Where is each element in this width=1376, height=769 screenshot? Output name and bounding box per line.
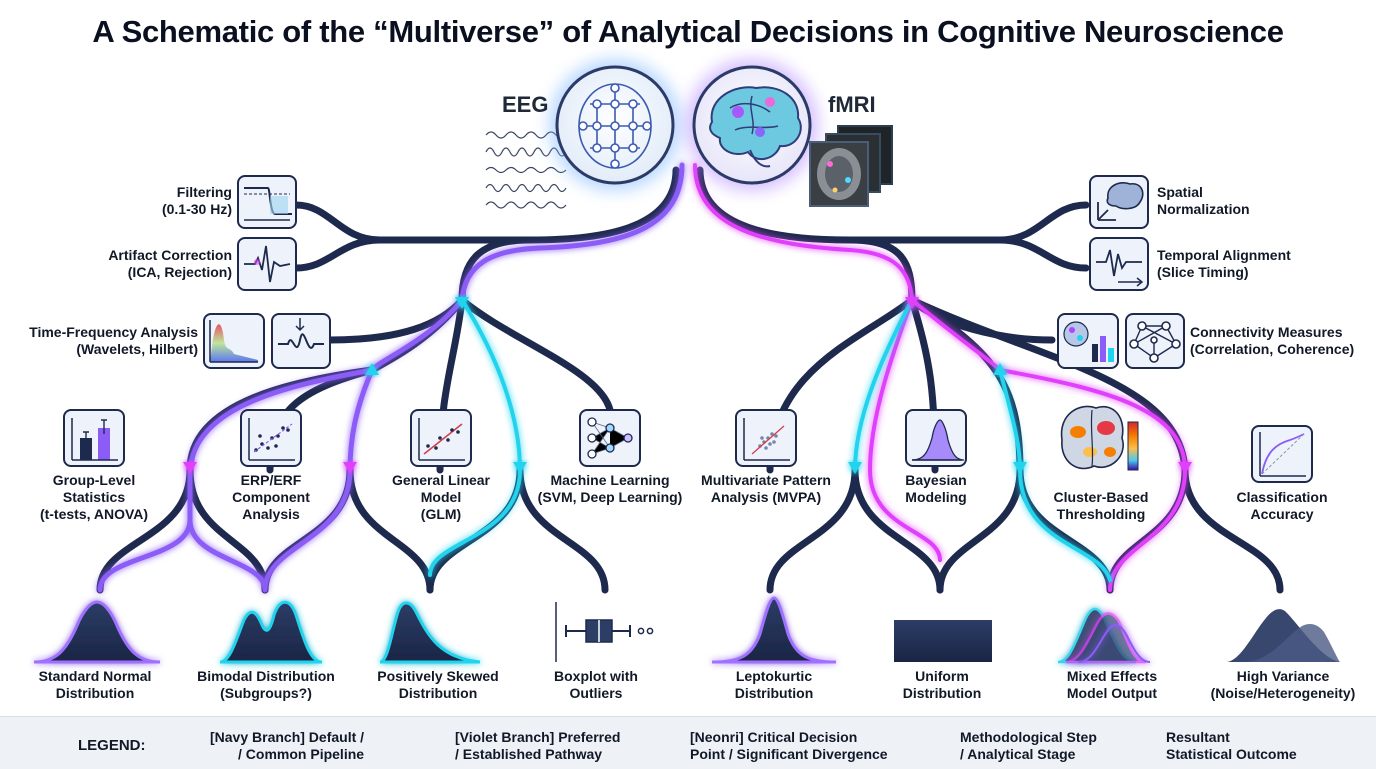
- high-variance-shape: [1226, 609, 1340, 662]
- navy-fan-1: [96, 466, 194, 594]
- decision-markers: [183, 297, 1192, 474]
- legend-navy-text: [Navy Branch] Default // Common Pipeline: [210, 729, 365, 762]
- erp-scatter-icon: [240, 409, 302, 467]
- time-frequency-icon: [203, 313, 265, 369]
- bar-chart-icon: [63, 409, 125, 467]
- neon-cyan-mvpa: [853, 298, 914, 472]
- filtering-icon: [237, 175, 297, 229]
- navy-branch-temporal: [996, 236, 1090, 272]
- step-artifact-correction: Artifact Correction(ICA, Rejection): [108, 247, 232, 280]
- connectivity-brain-icon: [1057, 313, 1119, 369]
- navy-branch-artifact: [292, 236, 384, 272]
- step-connectivity: Connectivity Measures(Correlation, Coher…: [1190, 324, 1355, 357]
- neural-network-icon: [579, 409, 641, 467]
- standard-normal-shape: [33, 600, 161, 664]
- marker-right-conn: [993, 363, 1007, 375]
- outcome-high-variance: High Variance(Noise/Heterogeneity): [1210, 668, 1356, 701]
- violet-trunk: [459, 162, 685, 303]
- eeg-icon: [549, 59, 681, 191]
- neon-pink-bayes: [867, 298, 942, 562]
- legend-step-text: Methodological Step/ Analytical Stage: [960, 729, 1097, 762]
- fmri-icon: [686, 59, 818, 191]
- marker-mvpa: [848, 462, 862, 474]
- network-graph-icon: [1125, 313, 1185, 369]
- navy-fan-7: [766, 466, 859, 594]
- eeg-brainwaves: [485, 131, 567, 209]
- step-temporal-alignment: Temporal Alignment(Slice Timing): [1157, 247, 1291, 280]
- uniform-shape: [894, 618, 992, 662]
- positively-skewed-shape: [379, 601, 481, 664]
- bimodal-shape: [219, 600, 323, 664]
- fmri-brain-shape: [709, 86, 802, 161]
- waveform-icon: [271, 313, 331, 369]
- spatial-normalization-icon: [1089, 175, 1149, 229]
- neon-cyan-cluster: [998, 368, 1112, 582]
- navy-fan-2: [186, 466, 269, 594]
- fmri-label: fMRI: [828, 92, 876, 117]
- legend-title: LEGEND:: [78, 737, 146, 754]
- violet-to-normal: [97, 517, 193, 593]
- violet-to-erp: [187, 297, 465, 593]
- neon-pink-trunk: [693, 163, 914, 302]
- temporal-alignment-icon: [1089, 237, 1149, 291]
- legend: LEGEND: [Navy Branch] Default // Common …: [0, 716, 1376, 769]
- boxplot-shape: [555, 602, 654, 662]
- roc-curve-icon: [1251, 425, 1313, 483]
- marker-glm: [513, 462, 527, 474]
- navy-fan-10: [1016, 466, 1114, 594]
- page-title: A Schematic of the “Multiverse” of Analy…: [92, 14, 1284, 49]
- marker-left-root: [455, 297, 469, 309]
- navy-fan-9: [936, 466, 1024, 594]
- navy-to-ml: [458, 296, 614, 414]
- legend-violet-text: [Violet Branch] Preferred/ Established P…: [455, 729, 621, 762]
- navy-fan-4: [346, 466, 434, 594]
- marker-classif: [1178, 462, 1192, 474]
- mvpa-cluster-icon: [735, 409, 797, 467]
- fmri-scan-slices: [809, 125, 893, 207]
- navy-fan-12: [1181, 466, 1284, 594]
- cluster-brain-heatmap-icon: [1060, 405, 1139, 471]
- navy-fan-11: [1106, 466, 1189, 594]
- navy-branch-spatial: [996, 201, 1090, 244]
- violet-to-glm: [262, 367, 375, 593]
- glm-regression-icon: [410, 409, 472, 467]
- neon-pink-mixed: [910, 298, 1002, 372]
- outcome-bimodal: Bimodal Distribution(Subgroups?): [197, 668, 335, 701]
- marker-right-root: [905, 297, 919, 309]
- marker-cluster: [1013, 462, 1027, 474]
- mixed-effects-shape: [1057, 607, 1151, 664]
- eeg-label: EEG: [502, 92, 549, 117]
- bayesian-posterior-icon: [905, 409, 967, 467]
- step-filtering: Filtering(0.1-30 Hz): [161, 184, 232, 217]
- navy-branch-filtering: [292, 201, 384, 244]
- artifact-icon: [237, 237, 297, 291]
- marker-left-tfa: [365, 363, 379, 375]
- navy-fan-6: [516, 466, 609, 594]
- navy-fan-8: [851, 466, 944, 594]
- navy-trunk-right: [696, 166, 1004, 244]
- leptokurtic-shape: [711, 596, 837, 664]
- marker-group: [183, 462, 197, 474]
- method-machine-learning: Machine Learning(SVM, Deep Learning): [537, 472, 683, 505]
- navy-trunk-left: [376, 166, 680, 244]
- marker-erp: [343, 462, 357, 474]
- step-time-frequency: Time-Frequency Analysis(Wavelets, Hilber…: [29, 324, 198, 357]
